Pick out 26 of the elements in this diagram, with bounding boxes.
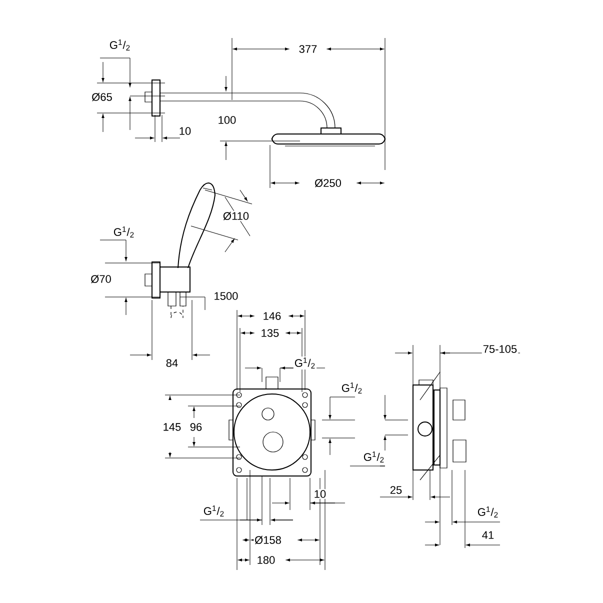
dimension-label: G$^{1}$/$_{2}$ (340, 382, 364, 394)
dimension-label: 10 (312, 489, 328, 499)
dimension-label: 180 (256, 555, 276, 565)
dimension-label: 1500 (212, 291, 240, 301)
dimension-label: Ø250 (314, 178, 342, 188)
dimension-label: 96 (188, 422, 204, 432)
dimension-label: 84 (164, 358, 180, 368)
dimension-label: Ø110 (222, 210, 250, 222)
dimension-label: 100 (216, 115, 238, 125)
dimension-label: 146 (262, 311, 282, 321)
dimension-label: 25 (388, 485, 404, 495)
dimension-label: Ø65 (90, 92, 114, 102)
dimension-label: 145 (162, 422, 182, 432)
dimension-label: 41 (480, 530, 496, 540)
dimension-label: G$^{1}$/$_{2}$ (362, 450, 386, 464)
dimension-label: Ø158 (254, 534, 282, 546)
dimension-label: 377 (298, 44, 318, 54)
dimension-label: Ø70 (90, 274, 112, 284)
dimension-label: 10 (178, 126, 192, 136)
dimension-label: G$^{1}$/$_{2}$ (108, 38, 132, 52)
dimension-label: G$^{1}$/$_{2}$ (293, 356, 317, 370)
dimension-label: G$^{1}$/$_{2}$ (202, 504, 226, 518)
dimension-label: G$^{1}$/$_{2}$ (476, 506, 500, 518)
dimension-label: 75-105 (482, 344, 518, 354)
dimension-label: G$^{1}$/$_{2}$ (112, 226, 136, 238)
dimension-label: 135 (260, 328, 280, 338)
